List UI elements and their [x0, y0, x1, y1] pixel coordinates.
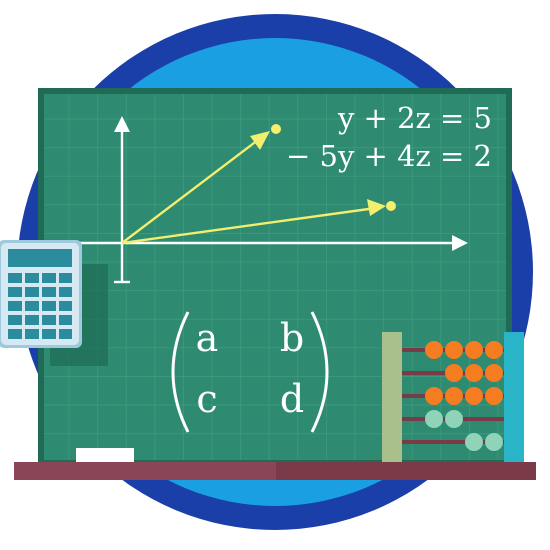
matrix-entry-c: c — [196, 377, 217, 421]
matrix-right-parenthesis — [310, 311, 329, 433]
vector-1-endpoint — [271, 124, 281, 134]
coordinate-axes — [80, 116, 468, 284]
calculator-display — [8, 249, 72, 267]
chalk-icon — [76, 448, 134, 462]
vector-2-endpoint — [386, 201, 396, 211]
matrix-entry-a: a — [196, 316, 219, 360]
vector-2-arrowhead — [367, 199, 386, 216]
matrix: a b c d — [171, 311, 329, 433]
y-axis-arrowhead — [114, 116, 130, 132]
vector-1-shaft — [121, 136, 263, 244]
calculator-icon — [0, 240, 108, 366]
abacus-beads — [425, 341, 503, 451]
abacus-right-post — [504, 332, 524, 462]
abacus-left-post — [382, 332, 402, 462]
x-axis-arrowhead — [452, 235, 468, 251]
vectors — [121, 124, 396, 245]
equation-line-1: y + 2z = 5 — [337, 101, 492, 135]
vector-1-arrowhead — [250, 131, 270, 150]
matrix-entry-d: d — [280, 377, 304, 421]
matrix-left-parenthesis — [171, 311, 190, 433]
matrix-entry-b: b — [280, 316, 304, 360]
vector-2-shaft — [121, 206, 377, 245]
chalkboard-shelf-highlight — [14, 462, 276, 480]
abacus-icon — [382, 332, 524, 462]
equation-line-2: − 5y + 4z = 2 — [286, 139, 492, 173]
calculator-keypad — [8, 273, 72, 339]
